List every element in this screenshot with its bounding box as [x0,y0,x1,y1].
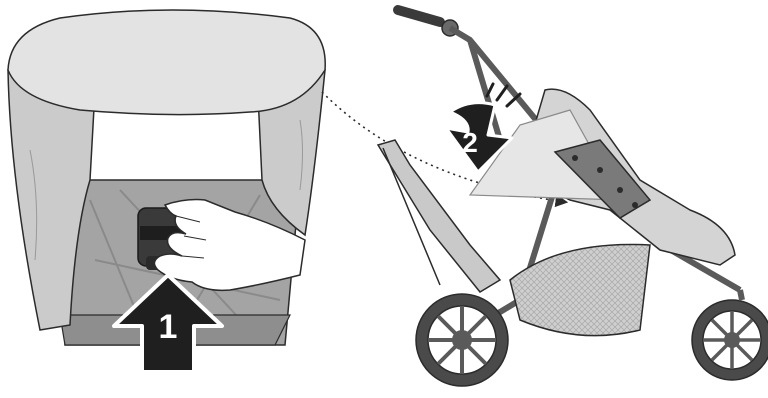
cover-top [8,10,325,115]
canopy-closeup: 1 [8,10,325,372]
step-1-number: 1 [159,308,178,346]
rear-wheel [416,294,508,386]
front-wheel [692,300,768,380]
stroller: 2 [378,10,768,386]
step-2-number: 2 [462,127,478,158]
stroller-handlebar [398,10,440,22]
